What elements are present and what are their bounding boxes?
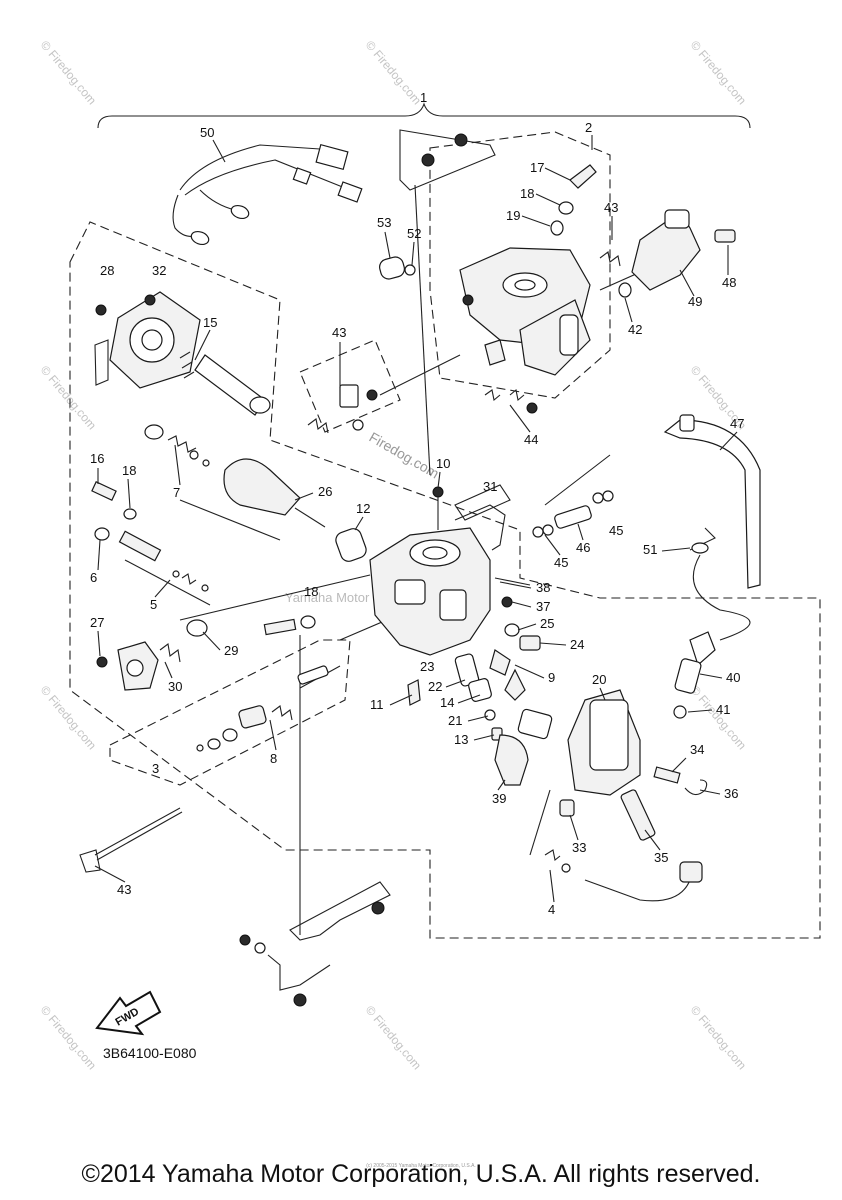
float-parts (407, 653, 553, 786)
callout: 12 (356, 501, 370, 516)
tiny-copyright-note: (c) 2005-2015 Yamaha Motor Corporation, … (366, 1163, 476, 1169)
top-cover-assembly (94, 291, 271, 416)
callout: 21 (448, 713, 462, 728)
throttle-linkage-31 (454, 484, 614, 538)
plunger-assembly-8 (196, 665, 341, 752)
callout: 1 (420, 90, 427, 105)
callout: 26 (318, 484, 332, 499)
choke-rod-43 (79, 807, 183, 873)
lower-bracket (239, 881, 391, 1007)
callout: 32 (152, 263, 166, 278)
diagram-code: 3B64100-E080 (103, 1045, 197, 1061)
callout: 30 (168, 679, 182, 694)
watermark: © Firedog.com (363, 1003, 424, 1072)
watermark: © Firedog.com (38, 363, 99, 432)
callout: 10 (436, 456, 450, 471)
callout: 52 (407, 226, 421, 241)
callout: 45 (609, 523, 623, 538)
callout: 18 (304, 584, 318, 599)
callout: 18 (122, 463, 136, 478)
assembly-bracket (97, 102, 751, 129)
callout: 24 (570, 637, 584, 652)
callout-labels: 1 50 2 17 18 19 43 53 52 28 32 15 49 48 … (90, 90, 744, 917)
callout: 27 (90, 615, 104, 630)
callout: 47 (730, 416, 744, 431)
watermark: © Firedog.com (38, 38, 99, 107)
callout: 2 (585, 120, 592, 135)
callout: 31 (483, 479, 497, 494)
jet-needle-set (91, 424, 326, 528)
copyright-text: ©2014 Yamaha Motor Corporation, U.S.A. A… (81, 1160, 761, 1188)
callout: 18 (520, 186, 534, 201)
callout-leaders (94, 135, 738, 903)
callout: 29 (224, 643, 238, 658)
callout: 43 (117, 882, 131, 897)
leader-lines (124, 184, 691, 935)
callout: 46 (576, 540, 590, 555)
callout: 7 (173, 485, 180, 500)
watermark: © Firedog.com (688, 38, 749, 107)
callout: 35 (654, 850, 668, 865)
callout: 36 (724, 786, 738, 801)
pilot-screw (94, 527, 209, 592)
callout: 33 (572, 840, 586, 855)
callout: 44 (524, 432, 538, 447)
center-watermark: Firedog.com (367, 429, 442, 482)
callout: 43 (332, 325, 346, 340)
callout: 53 (377, 215, 391, 230)
callout: 14 (440, 695, 454, 710)
callout: 38 (536, 580, 550, 595)
fuel-hose-47 (663, 414, 761, 641)
callout: 4 (548, 902, 555, 917)
callout: 45 (554, 555, 568, 570)
float-bowl-assembly (529, 631, 716, 902)
callout: 41 (716, 702, 730, 717)
watermark: © Firedog.com (688, 1003, 749, 1072)
callout: 23 (420, 659, 434, 674)
side-fittings (489, 577, 541, 701)
carburetor-top-assembly (379, 129, 736, 414)
callout: 37 (536, 599, 550, 614)
callout: 20 (592, 672, 606, 687)
callout: 11 (370, 697, 384, 712)
callout: 17 (530, 160, 544, 175)
callout: 40 (726, 670, 740, 685)
callout: 50 (200, 125, 214, 140)
callout: 39 (492, 791, 506, 806)
callout: 49 (688, 294, 702, 309)
callout: 16 (90, 451, 104, 466)
wiring-harness-50 (172, 143, 363, 246)
callout: 43 (604, 200, 618, 215)
throttle-stop-43 (307, 384, 378, 434)
callout: 51 (643, 542, 657, 557)
callout: 48 (722, 275, 736, 290)
callout: 42 (628, 322, 642, 337)
callout: 28 (100, 263, 114, 278)
dashed-group-outlines (69, 131, 821, 939)
callout: 5 (150, 597, 157, 612)
callout: 13 (454, 732, 468, 747)
callout: 34 (690, 742, 704, 757)
callout: 22 (428, 679, 442, 694)
callout: 15 (203, 315, 217, 330)
accelerator-pump-parts (96, 615, 316, 691)
carburetor-body (369, 486, 506, 656)
callout: 19 (506, 208, 520, 223)
watermark: © Firedog.com (363, 38, 424, 107)
watermark: © Firedog.com (38, 683, 99, 752)
watermark: © Firedog.com (38, 1003, 99, 1072)
callout: 9 (548, 670, 555, 685)
spacer-12 (335, 528, 367, 562)
callout: 8 (270, 751, 277, 766)
fwd-arrow-icon: FWD (95, 990, 162, 1036)
callout: 25 (540, 616, 554, 631)
callout: 6 (90, 570, 97, 585)
callout: 3 (152, 761, 159, 776)
